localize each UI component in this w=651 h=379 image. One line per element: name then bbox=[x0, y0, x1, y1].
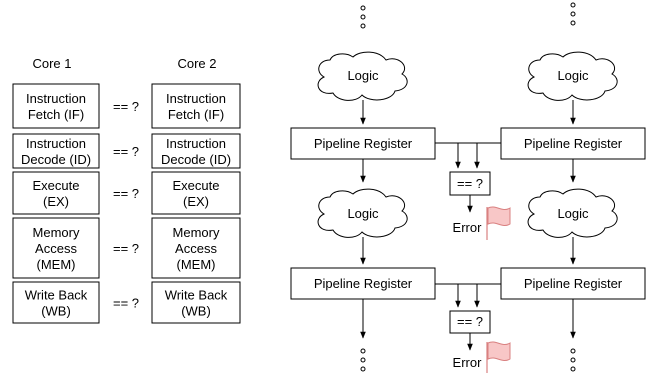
stage-compare-labels: == ? == ? == ? == ? == ? bbox=[113, 99, 139, 311]
logic-cloud-left-mid: Logic bbox=[317, 188, 408, 238]
stage-label-line: Write Back bbox=[25, 288, 88, 303]
svg-text:Pipeline Register: Pipeline Register bbox=[314, 276, 413, 291]
stage-label-line: Fetch (IF) bbox=[28, 107, 84, 122]
logic-cloud-left-top: Logic bbox=[317, 51, 408, 101]
stage-compare-label: == ? bbox=[113, 99, 139, 114]
stage-label-line: Decode (ID) bbox=[21, 152, 91, 167]
flag-icon bbox=[486, 206, 511, 240]
stage-label-line: Execute bbox=[33, 178, 80, 193]
comparator-1: == ? bbox=[449, 171, 491, 196]
stage-label-line: Access bbox=[175, 241, 217, 256]
logic-cloud-right-mid: Logic bbox=[527, 188, 618, 238]
stage-label-line: (EX) bbox=[43, 194, 69, 209]
svg-text:== ?: == ? bbox=[457, 176, 483, 191]
flag-icon bbox=[486, 341, 511, 373]
logic-label: Logic bbox=[557, 68, 589, 83]
stage-label-line: Memory bbox=[173, 225, 220, 240]
stage-compare-label: == ? bbox=[113, 144, 139, 159]
pipeline-register-left-1: Pipeline Register bbox=[290, 127, 436, 160]
stage-label-line: (MEM) bbox=[177, 257, 216, 272]
ellipsis-dots bbox=[360, 348, 576, 372]
core2-stage-box: Write Back(WB) bbox=[151, 281, 241, 324]
svg-text:== ?: == ? bbox=[457, 314, 483, 329]
stage-label-line: Fetch (IF) bbox=[168, 107, 224, 122]
stage-label-line: (EX) bbox=[183, 194, 209, 209]
stage-compare-label: == ? bbox=[113, 296, 139, 311]
core1-stage-box: Write Back(WB) bbox=[12, 281, 100, 324]
stage-label-line: Memory bbox=[33, 225, 80, 240]
svg-text:Logic: Logic bbox=[347, 206, 379, 221]
pipeline-register-right-1: Pipeline Register bbox=[500, 127, 646, 160]
error-label-2: Error bbox=[453, 355, 483, 370]
stage-label-line: Write Back bbox=[165, 288, 228, 303]
stage-label-line: (MEM) bbox=[37, 257, 76, 272]
svg-text:Pipeline Register: Pipeline Register bbox=[524, 276, 623, 291]
stage-compare-label: == ? bbox=[113, 241, 139, 256]
core1-stage-box: Execute(EX) bbox=[12, 171, 100, 215]
stage-label-line: Access bbox=[35, 241, 77, 256]
pipeline-register-right-2: Pipeline Register bbox=[500, 267, 646, 300]
logic-label: Logic bbox=[347, 68, 379, 83]
stage-label-line: Instruction bbox=[26, 136, 86, 151]
comparator-2: == ? bbox=[449, 310, 491, 334]
svg-text:Logic: Logic bbox=[557, 206, 589, 221]
stage-label-line: Instruction bbox=[166, 91, 226, 106]
logic-cloud-right-top: Logic bbox=[527, 51, 618, 101]
svg-text:Pipeline Register: Pipeline Register bbox=[314, 136, 413, 151]
stage-label-line: Decode (ID) bbox=[161, 152, 231, 167]
core2-title: Core 2 bbox=[177, 56, 216, 71]
stage-compare-label: == ? bbox=[113, 186, 139, 201]
ellipsis-dots bbox=[360, 2, 576, 29]
core1-title: Core 1 bbox=[32, 56, 71, 71]
stage-label-line: (WB) bbox=[41, 304, 71, 319]
stage-label-line: Instruction bbox=[26, 91, 86, 106]
svg-text:Pipeline Register: Pipeline Register bbox=[524, 136, 623, 151]
error-label-1: Error bbox=[453, 220, 483, 235]
core2-stage-box: Execute(EX) bbox=[151, 171, 241, 215]
stage-label-line: Instruction bbox=[166, 136, 226, 151]
stage-label-line: Execute bbox=[173, 178, 220, 193]
pipeline-register-left-2: Pipeline Register bbox=[290, 267, 436, 300]
stage-label-line: (WB) bbox=[181, 304, 211, 319]
